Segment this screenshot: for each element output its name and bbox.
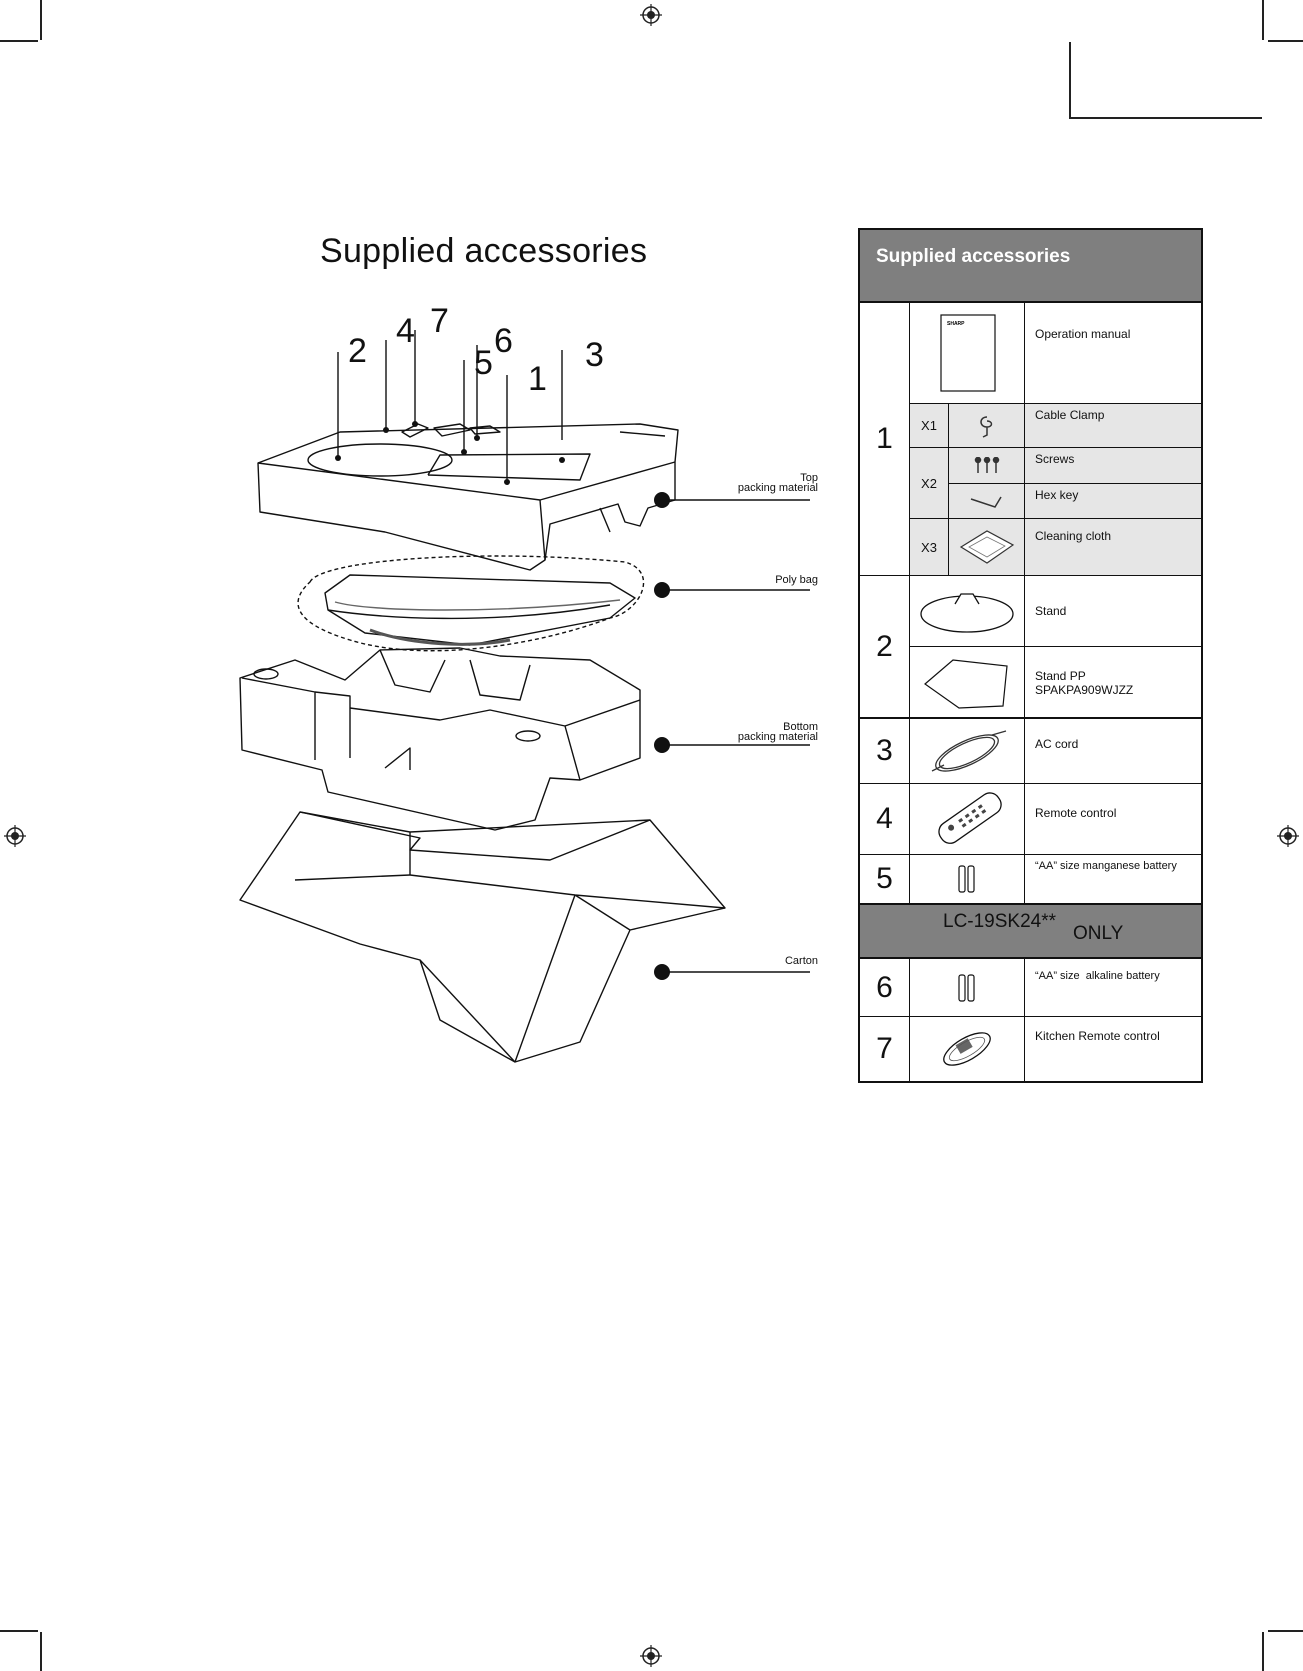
manual-image: SHARP bbox=[910, 303, 1025, 403]
crop-mark bbox=[40, 1632, 42, 1671]
battery-image bbox=[910, 855, 1025, 903]
tab-box-line bbox=[1069, 117, 1262, 119]
accessories-table: Supplied accessories 1 SHARP Operation m… bbox=[858, 228, 1203, 1083]
battery-icon bbox=[958, 973, 975, 1002]
crop-mark bbox=[0, 40, 38, 42]
qty-x1: X1 bbox=[910, 404, 949, 447]
group-number: 7 bbox=[860, 1017, 910, 1081]
model-only-banner: LC-19SK24** ONLY bbox=[860, 905, 1201, 959]
label-kitchen-remote: Kitchen Remote control bbox=[1035, 1029, 1160, 1043]
model-only-label: ONLY bbox=[1073, 923, 1124, 944]
crop-mark bbox=[1262, 0, 1264, 40]
model-number: LC-19SK24** bbox=[943, 911, 1057, 932]
part-number-6: 6 bbox=[494, 322, 513, 360]
stand-pp-code: SPAKPA909WJZZ bbox=[1035, 683, 1134, 697]
callout-top-packing: Top packing material bbox=[737, 472, 818, 494]
alkaline-battery-image bbox=[910, 959, 1025, 1016]
table-row: 3 AC cord bbox=[860, 719, 1201, 784]
crop-mark bbox=[1262, 1632, 1264, 1671]
cleaning-cloth-icon bbox=[959, 530, 1014, 564]
qty-x3: X3 bbox=[910, 519, 949, 575]
tv-outline bbox=[324, 574, 636, 646]
cleaning-cloth-image bbox=[949, 519, 1025, 575]
screws-icon bbox=[974, 456, 999, 473]
part-number-3: 3 bbox=[585, 336, 604, 374]
group-number: 2 bbox=[860, 576, 910, 717]
battery-icon bbox=[958, 865, 975, 893]
screws-image bbox=[949, 448, 1025, 483]
table-row: 2 Stand Stand PP SPAKPA909WJZZ bbox=[860, 576, 1201, 719]
callout-carton: Carton bbox=[784, 955, 818, 967]
tab-box-line bbox=[1069, 42, 1071, 118]
kitchen-remote-image bbox=[910, 1017, 1025, 1081]
bottom-packing-outline bbox=[239, 647, 641, 831]
ac-cord-image bbox=[910, 719, 1025, 783]
remote-control-icon bbox=[938, 792, 1002, 844]
hex-key-icon bbox=[970, 496, 1002, 508]
registration-mark-icon bbox=[1277, 825, 1299, 847]
packaging-drawing bbox=[239, 330, 810, 1063]
registration-mark-icon bbox=[640, 1645, 662, 1667]
group-number: 6 bbox=[860, 959, 910, 1016]
qty-x2: X2 bbox=[910, 448, 949, 518]
cable-clamp-icon bbox=[979, 415, 992, 438]
registration-mark-icon bbox=[640, 4, 662, 26]
callout-bottom-packing: Bottom packing material bbox=[737, 721, 818, 743]
packaging-illustration bbox=[170, 300, 850, 1100]
part-number-5: 5 bbox=[474, 344, 493, 382]
label-cable-clamp: Cable Clamp bbox=[1035, 408, 1105, 422]
crop-mark bbox=[1268, 1630, 1303, 1632]
table-row: 7 Kitchen Remote control bbox=[860, 1017, 1201, 1081]
table-row: 6 “AA” size alkaline battery bbox=[860, 959, 1201, 1017]
svg-text:SHARP: SHARP bbox=[947, 321, 965, 327]
table-row: 5 “AA” size manganese battery bbox=[860, 855, 1201, 905]
page-title: Supplied accessories bbox=[320, 232, 648, 270]
label-manganese-battery: “AA” size manganese battery bbox=[1035, 860, 1177, 872]
stand-pp-image bbox=[910, 647, 1025, 717]
manual-icon: SHARP bbox=[940, 314, 996, 392]
label-ac-cord: AC cord bbox=[1035, 737, 1079, 751]
table-header: Supplied accessories bbox=[860, 230, 1201, 303]
stand-icon bbox=[920, 593, 1014, 633]
label-remote-control: Remote control bbox=[1035, 806, 1117, 820]
crop-mark bbox=[0, 1630, 38, 1632]
group-number: 1 bbox=[860, 303, 910, 575]
group-number: 5 bbox=[860, 855, 910, 903]
crop-mark bbox=[40, 0, 42, 40]
carton-outline bbox=[239, 811, 726, 1063]
callout-poly-bag: Poly bag bbox=[775, 574, 818, 586]
table-row: 1 SHARP Operation manual X1 Cable Clamp bbox=[860, 303, 1201, 576]
stand-pp-bag-icon bbox=[924, 659, 1008, 709]
table-row: 4 Remote control bbox=[860, 784, 1201, 855]
label-stand: Stand bbox=[1035, 604, 1067, 618]
part-number-1: 1 bbox=[528, 360, 547, 398]
stand-pp-name: Stand PP bbox=[1035, 669, 1086, 683]
part-number-2: 2 bbox=[348, 332, 367, 370]
label-hex-key: Hex key bbox=[1035, 488, 1079, 502]
label-stand-pp: Stand PP SPAKPA909WJZZ bbox=[1025, 647, 1201, 717]
label-cleaning-cloth: Cleaning cloth bbox=[1035, 529, 1112, 543]
group-number: 3 bbox=[860, 719, 910, 783]
top-packing-outline bbox=[257, 423, 679, 571]
label-screws: Screws bbox=[1035, 452, 1075, 466]
stand-image bbox=[910, 576, 1025, 646]
registration-mark-icon bbox=[4, 825, 26, 847]
ac-cord-icon bbox=[931, 730, 1007, 772]
part-number-7: 7 bbox=[430, 302, 449, 340]
remote-control-image bbox=[910, 784, 1025, 854]
label-operation-manual: Operation manual bbox=[1035, 327, 1131, 341]
crop-mark bbox=[1268, 40, 1303, 42]
part-number-4: 4 bbox=[396, 312, 415, 350]
kitchen-remote-icon bbox=[943, 1032, 991, 1066]
hex-key-image bbox=[949, 484, 1025, 518]
cable-clamp-image bbox=[949, 404, 1025, 447]
label-alkaline-battery: “AA” size alkaline battery bbox=[1035, 970, 1160, 982]
group-number: 4 bbox=[860, 784, 910, 854]
